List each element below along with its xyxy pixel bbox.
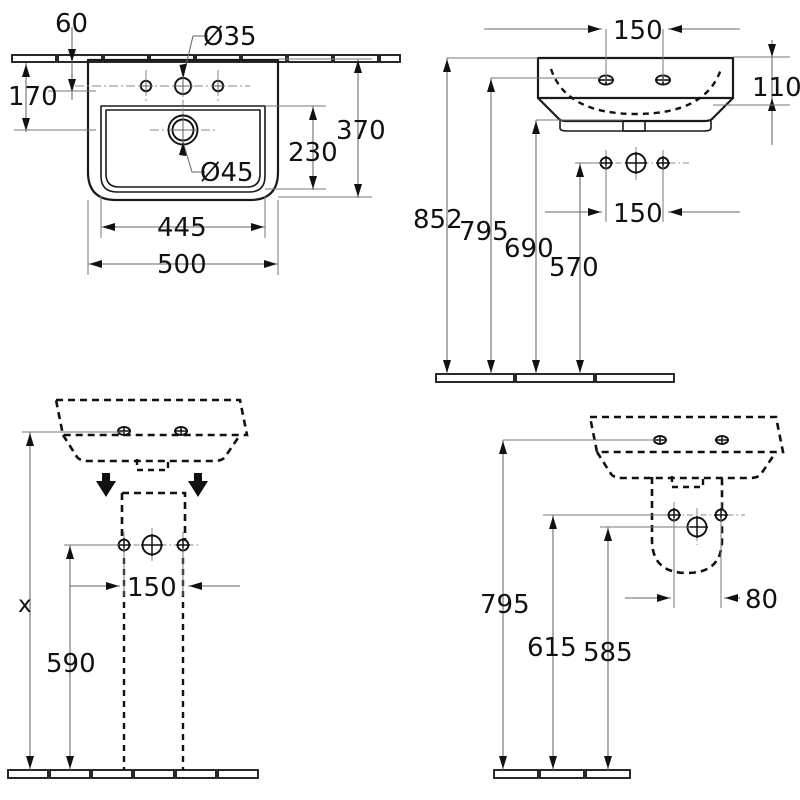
label-615: 615 xyxy=(527,633,577,663)
bowl-hidden-curve xyxy=(549,68,723,116)
dim-445 xyxy=(100,196,266,238)
basin-hidden-outline-br xyxy=(588,415,785,454)
rear-tap-hole-left-bl xyxy=(117,426,131,436)
dim-110 xyxy=(713,40,790,145)
label-d45: Ø45 xyxy=(200,158,254,188)
rear-view-right xyxy=(493,415,785,779)
dim-370 xyxy=(278,58,372,198)
label-570: 570 xyxy=(549,253,599,283)
basin-hidden-underside-br xyxy=(595,451,778,480)
basin-bowl-inner xyxy=(105,109,261,188)
basin-outline-plan xyxy=(86,58,280,202)
plan-view xyxy=(11,27,401,275)
dim-690 xyxy=(532,119,623,374)
basin-hidden-overflow-br xyxy=(670,476,705,489)
dim-500 xyxy=(87,200,279,275)
label-170: 170 xyxy=(8,82,58,112)
label-852: 852 xyxy=(413,205,463,235)
label-795-br: 795 xyxy=(480,590,530,620)
dim-60 xyxy=(48,27,96,100)
dim-615 xyxy=(543,514,668,770)
label-80: 80 xyxy=(745,585,778,615)
siphon-hidden-outline xyxy=(650,477,724,575)
label-x: x xyxy=(18,592,32,618)
label-590: 590 xyxy=(46,649,96,679)
fixing-hole-pattern-br xyxy=(660,502,745,545)
rear-tap-hole-right-bl xyxy=(174,426,188,436)
dim-150-bl xyxy=(70,548,240,596)
label-690: 690 xyxy=(504,234,554,264)
label-445: 445 xyxy=(157,213,207,243)
label-585: 585 xyxy=(583,638,633,668)
label-230: 230 xyxy=(288,138,338,168)
basin-front-underside xyxy=(536,96,735,123)
label-795: 795 xyxy=(459,217,509,247)
leader-d35 xyxy=(179,35,208,79)
waste-hole-front xyxy=(625,152,647,174)
rear-view-left xyxy=(7,398,259,779)
dim-795-br xyxy=(499,439,655,770)
dim-852 xyxy=(443,57,538,374)
floor-symbol-bottom-left xyxy=(7,769,259,779)
install-arrow-right xyxy=(188,473,208,497)
waste-hole-plan xyxy=(167,114,199,146)
dim-590 xyxy=(64,544,119,770)
label-500: 500 xyxy=(157,250,207,280)
label-150-top: 150 xyxy=(613,16,663,46)
tap-hole-centre xyxy=(173,76,193,96)
front-view xyxy=(435,25,790,383)
waste-hole-bl xyxy=(141,534,163,556)
dim-570 xyxy=(575,162,601,374)
overflow-notch xyxy=(622,121,646,132)
floor-symbol-top-right xyxy=(435,373,675,383)
pedestal-hidden-box xyxy=(122,491,187,545)
dim-150-top xyxy=(484,25,740,82)
basin-front-skirt xyxy=(559,120,712,132)
dim-x xyxy=(22,431,124,770)
basin-bowl-rim xyxy=(100,105,266,193)
label-370: 370 xyxy=(336,116,386,146)
label-150-bottom: 150 xyxy=(613,199,663,229)
label-110: 110 xyxy=(752,73,800,103)
waste-hole-br xyxy=(686,516,708,538)
basin-hidden-underside-bl xyxy=(61,434,242,463)
label-60: 60 xyxy=(55,9,88,39)
install-arrow-left xyxy=(96,473,116,497)
rear-tap-hole-right-br xyxy=(715,435,729,445)
dim-150-bottom xyxy=(545,166,740,222)
dim-795 xyxy=(487,77,600,374)
tap-hole-right xyxy=(211,79,225,93)
dim-80 xyxy=(625,518,740,608)
label-d35: Ø35 xyxy=(203,22,257,52)
dim-230 xyxy=(265,105,326,190)
dim-585 xyxy=(600,526,690,770)
dim-170 xyxy=(14,63,96,132)
basin-hidden-overflow-bl xyxy=(135,459,170,472)
label-150-bl: 150 xyxy=(127,573,177,603)
tap-hole-left xyxy=(139,79,153,93)
basin-hidden-outline-bl xyxy=(54,398,249,437)
leader-d45 xyxy=(179,141,205,173)
rear-tap-hole-left-br xyxy=(653,435,667,445)
floor-symbol-bottom-right xyxy=(493,769,631,779)
